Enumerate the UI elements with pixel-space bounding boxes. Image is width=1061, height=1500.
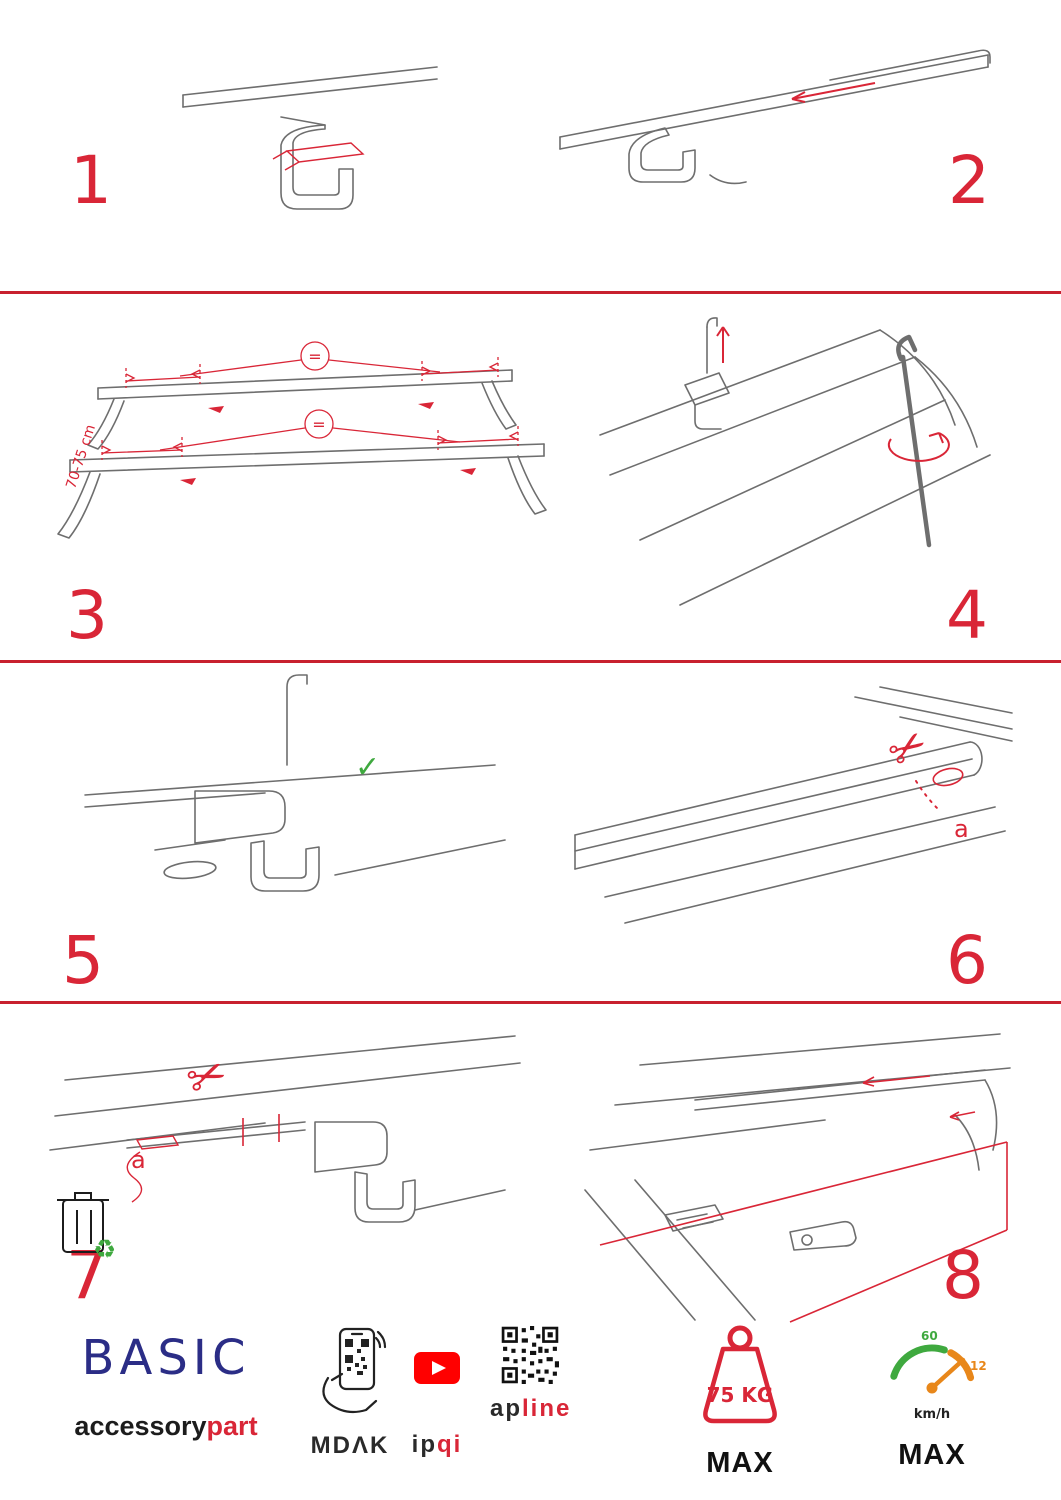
slide-arrow: [791, 82, 876, 103]
step-2-number: 2: [948, 142, 990, 219]
cut-strip-marks: ✂: [126, 1044, 280, 1203]
weight-value: 75 KG: [707, 1383, 774, 1407]
checkmark-icon: ✓: [355, 750, 380, 785]
step-6-illustration: ✂ a: [574, 686, 1013, 924]
step-3-illustration: = = 70-75 cm: [57, 341, 547, 539]
brand-subtitle-black: accessory: [74, 1410, 207, 1441]
tighten-arrows: [716, 326, 950, 462]
scissors-icon: ✂: [878, 717, 937, 780]
step-7-illustration: ♻ ✂ a: [49, 1035, 521, 1265]
strip-label-a: a: [131, 1146, 146, 1174]
step-1-number: 1: [70, 142, 112, 219]
speed-high-label: 120: [970, 1359, 987, 1373]
recycle-icon: ♻: [93, 1235, 116, 1265]
speed-max-label: MAX: [898, 1439, 966, 1471]
section-divider-1: [0, 291, 1061, 294]
weight-limit-block: 75 KG MAX: [680, 1322, 800, 1480]
step-2-illustration: [559, 49, 991, 185]
step-5-number: 5: [62, 922, 104, 999]
qr-code-icon: [501, 1326, 559, 1384]
zone-outline: [599, 1075, 1008, 1323]
step-4-illustration: [599, 317, 991, 606]
step-4-number: 4: [946, 577, 988, 654]
apline-text-black: ap: [490, 1395, 523, 1422]
apline-logo-block: apline: [490, 1326, 570, 1423]
brand-block: BASIC accessorypart: [60, 1332, 272, 1442]
weight-icon: 75 KG: [703, 1325, 777, 1424]
speed-unit-label: km/h: [914, 1407, 950, 1422]
strip-label-a: a: [954, 815, 969, 843]
apline-logo-text: apline: [490, 1395, 570, 1423]
dimension-marks: [101, 341, 519, 460]
phone-qr-scan-icon: [322, 1327, 387, 1414]
section-divider-3: [0, 1001, 1061, 1004]
step-7-number: 7: [66, 1237, 108, 1314]
step-3-number: 3: [66, 577, 108, 654]
scissors-icon: ✂: [179, 1044, 235, 1109]
step-8-illustration: [584, 1033, 1011, 1323]
youtube-icon: [414, 1352, 460, 1384]
speedometer-icon: 60 120 km/h: [890, 1329, 995, 1422]
brand-subtitle: accessorypart: [60, 1411, 272, 1442]
ipqi-logo-text: ipqi: [402, 1431, 472, 1459]
insert-plate-highlight: [272, 142, 365, 171]
mdak-logo-block: MDΛK: [300, 1326, 400, 1460]
step-8-number: 8: [942, 1237, 984, 1314]
ipqi-text-black: ip: [411, 1431, 437, 1458]
mdak-logo-text: MDΛK: [310, 1432, 390, 1459]
brand-subtitle-red: part: [206, 1410, 258, 1441]
equal-symbol-top: =: [308, 347, 321, 366]
trash-can-icon: [57, 1192, 109, 1253]
speed-limit-block: 60 120 km/h MAX: [872, 1326, 995, 1472]
equal-symbol-bottom: =: [312, 415, 325, 434]
ipqi-text-red: qi: [437, 1431, 463, 1458]
step-1-illustration: [182, 66, 438, 210]
speed-low-label: 60: [921, 1329, 938, 1343]
step-6-number: 6: [946, 922, 988, 999]
brand-logo: BASIC: [81, 1330, 251, 1386]
section-divider-2: [0, 660, 1061, 663]
bar-distance-label: 70-75 cm: [63, 423, 99, 491]
apline-text-red: line: [522, 1395, 572, 1422]
ipqi-logo-block: ipqi: [402, 1352, 472, 1459]
step-5-illustration: ✓: [84, 674, 506, 892]
direction-arrows: [180, 402, 476, 485]
weight-max-label: MAX: [706, 1447, 774, 1479]
